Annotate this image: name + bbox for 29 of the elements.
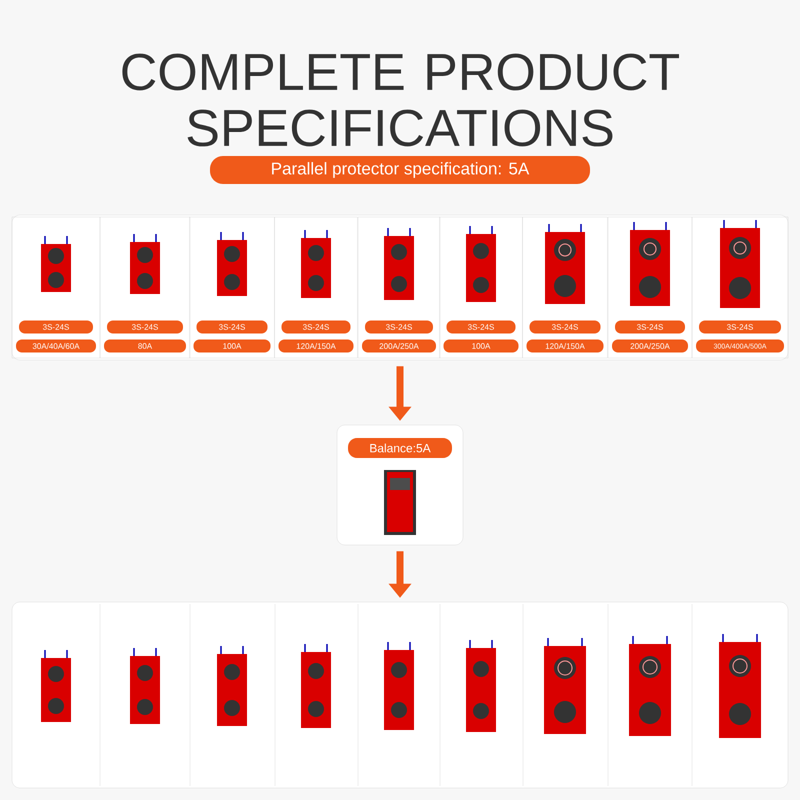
- bms-board-drawing: [301, 643, 331, 728]
- title: COMPLETE PRODUCT SPECIFICATIONS: [122, 54, 679, 146]
- bms-board-drawing: [217, 645, 247, 726]
- spec-pill: 3S-24S: [446, 320, 516, 334]
- bms-board-drawing: [466, 639, 496, 732]
- spec-pill: 120A/150A: [278, 340, 354, 352]
- spec-pill: 3S-24S: [19, 320, 93, 334]
- spec-pill: 100A: [444, 340, 518, 352]
- spec-pill: 3S-24S: [107, 320, 183, 334]
- balance-pill: Balance:5A: [348, 438, 452, 458]
- spec-pill: 100A: [194, 340, 270, 352]
- subtitle-pill: Parallel protector specification: 5A: [210, 156, 590, 184]
- spec-pill: 200A/250A: [362, 340, 436, 352]
- spec-pill: 3S-24S: [530, 320, 600, 334]
- spec-pill: 80A: [104, 340, 186, 352]
- bms-board-drawing: [41, 649, 71, 722]
- bms-board-drawing: [719, 633, 761, 738]
- spec-pill: 3S-24S: [615, 320, 685, 334]
- spec-pill: 3S-24S: [699, 320, 782, 334]
- spec-pill: 3S-24S: [282, 320, 350, 334]
- spec-pill: 3S-24S: [196, 320, 268, 334]
- bms-board-drawing: [629, 635, 671, 736]
- spec-pill: 200A/250A: [612, 340, 688, 352]
- spec-pill: 120A/150A: [526, 340, 604, 352]
- spec-pill: 30A/40A/60A: [16, 340, 96, 352]
- bms-board-drawing: [130, 647, 160, 724]
- bms-board-drawing: [544, 637, 586, 734]
- spec-pill: 3S-24S: [365, 320, 433, 334]
- bms-board-drawing: [384, 641, 414, 730]
